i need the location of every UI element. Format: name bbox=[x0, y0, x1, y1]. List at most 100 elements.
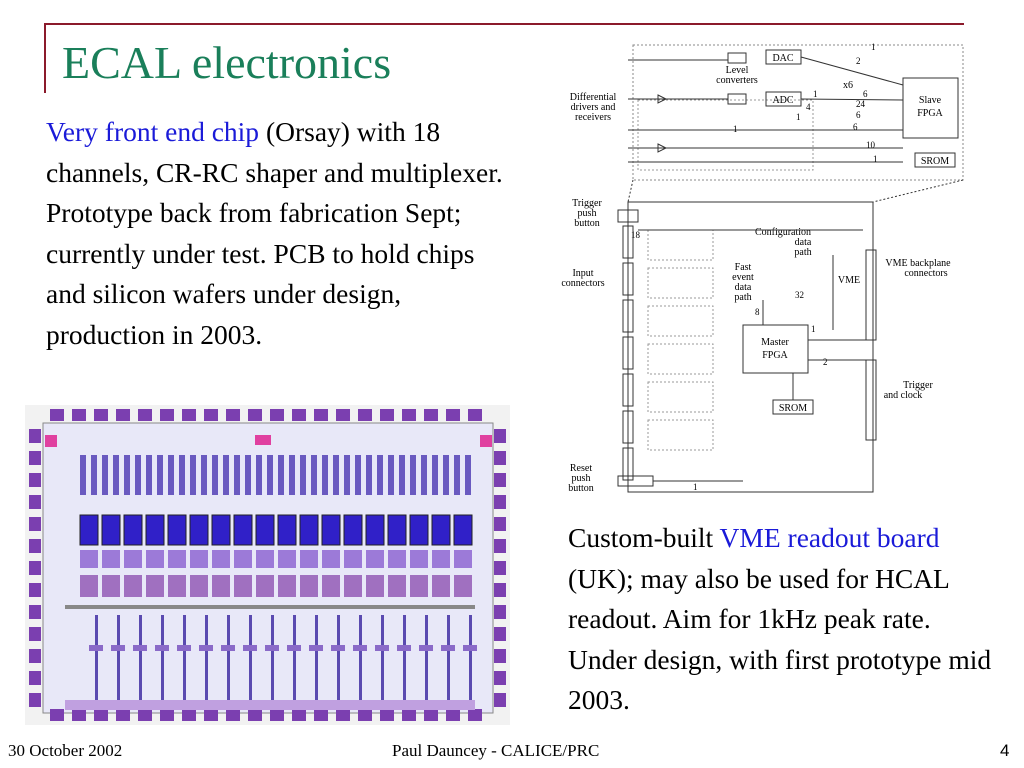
slave-label-1: Slave bbox=[919, 95, 942, 106]
chip-shape bbox=[331, 645, 345, 651]
adc-label: ADC bbox=[772, 95, 793, 106]
chip-shape bbox=[29, 495, 41, 509]
chip-shape bbox=[167, 514, 187, 546]
chip-shape bbox=[221, 645, 235, 651]
chip-shape bbox=[446, 409, 460, 421]
chip-shape bbox=[145, 514, 165, 546]
chip-shape bbox=[160, 709, 174, 721]
num: 10 bbox=[866, 140, 876, 150]
chip-shape bbox=[102, 575, 120, 597]
trigger-label-3: button bbox=[574, 218, 600, 229]
chip-shape bbox=[190, 550, 208, 568]
fast-label-1: Fast bbox=[735, 262, 752, 273]
chip-shape bbox=[243, 645, 257, 651]
chip-shape bbox=[314, 709, 328, 721]
num: 1 bbox=[811, 324, 816, 334]
master-label-1: Master bbox=[761, 337, 789, 348]
vme-description: Custom-built VME readout board (UK); may… bbox=[568, 518, 998, 721]
num: 2 bbox=[856, 56, 861, 66]
chip-shape bbox=[133, 645, 147, 651]
master-fpga-box bbox=[742, 324, 809, 374]
chip-shape bbox=[468, 709, 482, 721]
chip-shape bbox=[29, 627, 41, 641]
chip-shape bbox=[375, 645, 389, 651]
num: 8 bbox=[755, 307, 760, 317]
chip-shape bbox=[494, 627, 506, 641]
adc-buffer bbox=[727, 93, 747, 105]
chip-shape bbox=[494, 517, 506, 531]
chip-shape bbox=[337, 615, 340, 700]
chip-shape bbox=[91, 455, 97, 495]
chip-shape bbox=[265, 645, 279, 651]
chip-shape bbox=[65, 700, 475, 710]
chip-shape bbox=[146, 550, 164, 568]
chip-shape bbox=[278, 575, 296, 597]
chip-shape bbox=[211, 514, 231, 546]
chip-shape bbox=[419, 645, 433, 651]
chip-shape bbox=[315, 615, 318, 700]
chip-shape bbox=[29, 451, 41, 465]
chip-shape bbox=[309, 645, 323, 651]
chip-shape bbox=[201, 455, 207, 495]
chip-shape bbox=[494, 539, 506, 553]
trigger-label-2: push bbox=[578, 208, 597, 219]
chip-shape bbox=[397, 645, 411, 651]
chip-shape bbox=[322, 455, 328, 495]
chip-shape bbox=[190, 575, 208, 597]
chip-shape bbox=[322, 550, 340, 568]
trigger-label-1: Trigger bbox=[572, 198, 602, 209]
chip-shape bbox=[494, 473, 506, 487]
chip-shape bbox=[410, 455, 416, 495]
chip-shape bbox=[353, 645, 367, 651]
config-label-3: path bbox=[794, 247, 811, 258]
chip-shape bbox=[300, 455, 306, 495]
num: 1 bbox=[693, 482, 698, 492]
chip-shape bbox=[123, 514, 143, 546]
chip-shape bbox=[267, 455, 273, 495]
chip-shape bbox=[72, 409, 86, 421]
chip-shape bbox=[278, 455, 284, 495]
diff-label-2: drivers and bbox=[571, 102, 616, 113]
chip-shape bbox=[233, 514, 253, 546]
diff-label-1: Differential bbox=[570, 92, 617, 103]
footer-page-number: 4 bbox=[1000, 741, 1010, 760]
num: 1 bbox=[813, 89, 818, 99]
chip-shape bbox=[425, 615, 428, 700]
chip-shape bbox=[358, 409, 372, 421]
chip-shape bbox=[409, 514, 429, 546]
chip-shape bbox=[468, 409, 482, 421]
chip-shape bbox=[138, 409, 152, 421]
num: 6 bbox=[856, 110, 861, 120]
chip-shape bbox=[463, 645, 477, 651]
chip-shape bbox=[248, 409, 262, 421]
chip-shape bbox=[116, 409, 130, 421]
chip-shape bbox=[270, 709, 284, 721]
chip-shape bbox=[205, 615, 208, 700]
vme-highlight: VME readout board bbox=[719, 522, 940, 553]
input-connector bbox=[622, 299, 634, 333]
chip-slots bbox=[647, 229, 714, 451]
input-connector bbox=[622, 262, 634, 296]
chip-shape bbox=[29, 583, 41, 597]
chip-shape bbox=[432, 575, 450, 597]
chip-shape bbox=[146, 575, 164, 597]
chip-shape bbox=[138, 709, 152, 721]
trigclk-label-1: Trigger bbox=[903, 380, 933, 391]
chip-shape bbox=[29, 561, 41, 575]
footer-author: Paul Dauncey - CALICE/PRC bbox=[392, 741, 600, 760]
chip-shape bbox=[300, 575, 318, 597]
chip-slot bbox=[647, 267, 714, 299]
line bbox=[800, 98, 904, 101]
chip-shape bbox=[45, 435, 57, 447]
chip-shape bbox=[365, 514, 385, 546]
chip-shape bbox=[65, 605, 475, 609]
chip-shape bbox=[124, 550, 142, 568]
num: 6 bbox=[853, 122, 858, 132]
chip-shape bbox=[124, 575, 142, 597]
chip-shape bbox=[388, 455, 394, 495]
chip-shape bbox=[454, 455, 460, 495]
chip-shape bbox=[182, 409, 196, 421]
chip-shape bbox=[293, 615, 296, 700]
chip-shape bbox=[299, 514, 319, 546]
chip-slot bbox=[647, 305, 714, 337]
